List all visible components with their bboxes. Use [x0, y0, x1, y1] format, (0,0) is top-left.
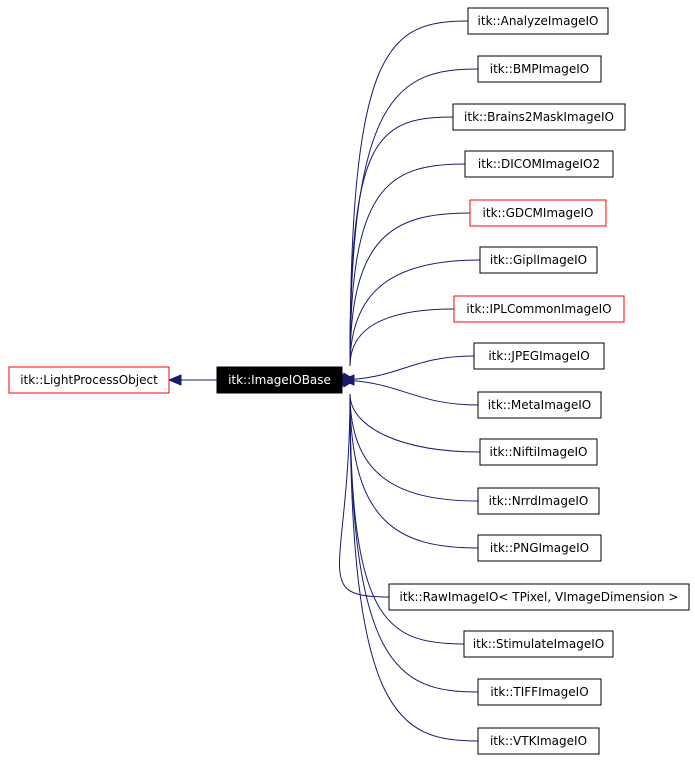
node-child-label: itk::JPEGImageIO: [488, 349, 589, 363]
node-child[interactable]: itk::Brains2MaskImageIO: [452, 103, 626, 131]
edges: [167, 20, 481, 742]
node-current-label: itk::ImageIOBase: [228, 373, 331, 387]
edge-child-7: [349, 355, 475, 381]
node-child-box: [388, 583, 690, 611]
node-child-label: itk::IPLCommonImageIO: [466, 302, 611, 316]
node-child[interactable]: itk::StimulateImageIO: [463, 630, 614, 658]
node-child-label: itk::NiftiImageIO: [489, 445, 587, 459]
node-child-label: itk::Brains2MaskImageIO: [464, 110, 614, 124]
edge-child-15: [349, 393, 479, 742]
node-current-box: [216, 366, 343, 394]
node-child-box: [477, 534, 602, 562]
edge-child-12: [339, 393, 390, 598]
node-child[interactable]: itk::JPEGImageIO: [473, 342, 605, 370]
node-child[interactable]: itk::IPLCommonImageIO: [453, 295, 625, 323]
node-child-box: [473, 342, 605, 370]
node-child[interactable]: itk::VTKImageIO: [477, 727, 600, 755]
node-child[interactable]: itk::NiftiImageIO: [479, 438, 598, 466]
edge-child-6: [349, 308, 455, 367]
node-child[interactable]: itk::PNGImageIO: [477, 534, 602, 562]
node-child[interactable]: itk::RawImageIO< TPixel, VImageDimension…: [388, 583, 690, 611]
node-child[interactable]: itk::BMPImageIO: [477, 55, 602, 83]
node-child[interactable]: itk::NrrdImageIO: [477, 487, 600, 515]
node-child-box: [477, 727, 600, 755]
node-child-label: itk::VTKImageIO: [490, 734, 587, 748]
edge-child-3: [349, 163, 466, 367]
node-child-box: [467, 7, 609, 35]
node-current: itk::ImageIOBase: [216, 366, 343, 394]
node-child-label: itk::TIFFImageIO: [490, 685, 588, 699]
edge-child-14: [349, 393, 479, 693]
node-child-label: itk::RawImageIO< TPixel, VImageDimension…: [400, 590, 679, 604]
node-child-box: [479, 246, 598, 274]
node-child-box: [477, 487, 600, 515]
edge-child-2: [349, 116, 454, 367]
node-child-label: itk::DICOMImageIO2: [478, 157, 600, 171]
node-child-label: itk::GiplImageIO: [490, 253, 587, 267]
node-child-box: [477, 391, 602, 419]
node-child[interactable]: itk::AnalyzeImageIO: [467, 7, 609, 35]
edge-child-4: [349, 212, 471, 367]
node-child-box: [469, 199, 607, 227]
node-child-box: [452, 103, 626, 131]
node-child[interactable]: itk::MetaImageIO: [477, 391, 602, 419]
node-child-label: itk::StimulateImageIO: [473, 637, 604, 651]
node-child-label: itk::GDCMImageIO: [483, 206, 594, 220]
node-parent-box: [8, 366, 170, 394]
edge-arrow-down: [341, 372, 354, 388]
node-child[interactable]: itk::GiplImageIO: [479, 246, 598, 274]
node-child-box: [463, 630, 614, 658]
node-child-box: [453, 295, 625, 323]
node-child[interactable]: itk::GDCMImageIO: [469, 199, 607, 227]
node-child-label: itk::NrrdImageIO: [489, 494, 589, 508]
edge-child-8: [349, 380, 479, 406]
edge-child-5: [349, 259, 481, 367]
node-child-label: itk::PNGImageIO: [490, 541, 589, 555]
node-child[interactable]: itk::TIFFImageIO: [477, 678, 602, 706]
child-nodes: itk::AnalyzeImageIOitk::BMPImageIOitk::B…: [388, 7, 690, 755]
node-parent-label: itk::LightProcessObject: [20, 373, 158, 387]
edge-child-11: [349, 393, 479, 549]
node-child-label: itk::AnalyzeImageIO: [478, 14, 599, 28]
edge-child-9: [349, 393, 481, 453]
edge-child-0: [349, 20, 469, 367]
node-parent[interactable]: itk::LightProcessObject: [8, 366, 170, 394]
edge-arrow-parent: [167, 374, 182, 386]
node-child-label: itk::MetaImageIO: [488, 398, 591, 412]
node-child-box: [479, 438, 598, 466]
node-child-box: [477, 55, 602, 83]
node-child-box: [477, 678, 602, 706]
edge-child-10: [349, 393, 479, 502]
node-child-label: itk::BMPImageIO: [490, 62, 589, 76]
node-child[interactable]: itk::DICOMImageIO2: [464, 150, 614, 178]
node-child-box: [464, 150, 614, 178]
